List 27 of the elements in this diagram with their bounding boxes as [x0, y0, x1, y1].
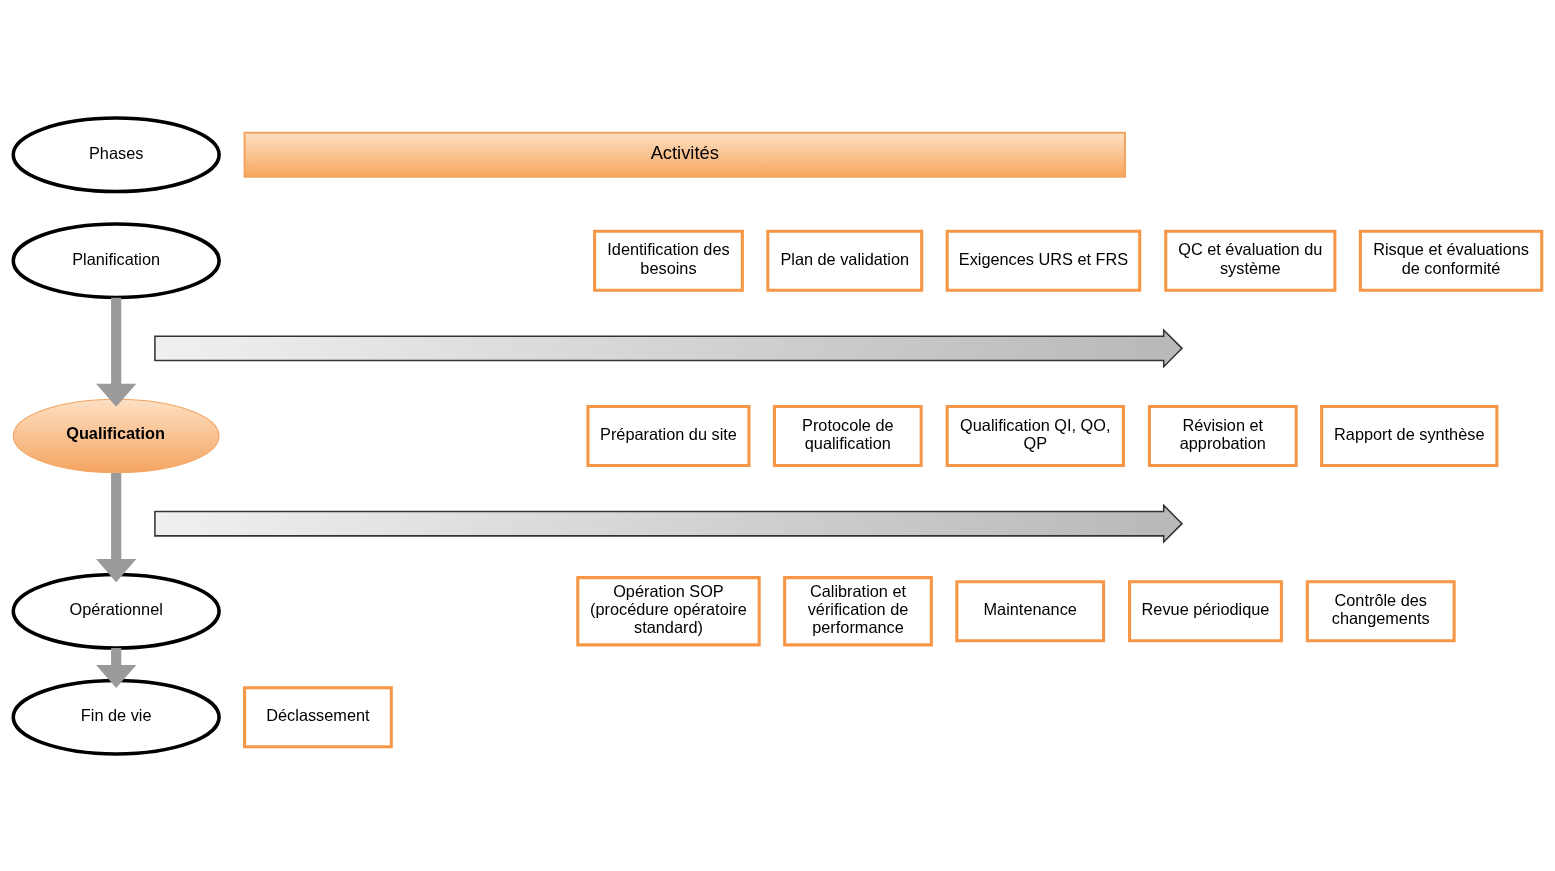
node-arrow	[154, 502, 1184, 544]
node-box: Identification des besoins	[593, 229, 744, 292]
node-box: Révision et approbation	[1147, 404, 1298, 467]
node-box: Qualification QI, QO, QP	[945, 404, 1125, 467]
arrow	[96, 297, 137, 407]
node-ellipse: Fin de vie	[11, 678, 221, 756]
arrow	[96, 472, 137, 582]
arrow	[96, 647, 137, 688]
node-box: Calibration et vérification de performance	[783, 575, 933, 646]
node-box: Protocole de qualification	[772, 404, 923, 467]
node-ellipse: Opérationnel	[11, 572, 221, 650]
node-box: Revue périodique	[1128, 579, 1283, 642]
node-box: Activités	[243, 131, 1126, 178]
node-box: Opération SOP (procédure opératoire standard)	[576, 575, 761, 646]
node-box: Contrôle des changements	[1305, 579, 1456, 642]
node-box: QC et évaluation du système	[1164, 229, 1337, 292]
node-box: Exigences URS et FRS	[945, 229, 1142, 292]
node-box: Déclassement	[243, 685, 393, 748]
node-box: Plan de validation	[766, 229, 924, 292]
node-arrow	[154, 327, 1184, 369]
node-box: Préparation du site	[586, 404, 751, 467]
node-box: Risque et évaluations de conformité	[1358, 229, 1544, 292]
node-box: Maintenance	[955, 579, 1106, 642]
node-ellipse: Phases	[11, 115, 221, 193]
node-ellipse: Planification	[11, 221, 221, 299]
node-ellipse: Qualification	[12, 398, 220, 473]
node-box: Rapport de synthèse	[1320, 404, 1499, 467]
